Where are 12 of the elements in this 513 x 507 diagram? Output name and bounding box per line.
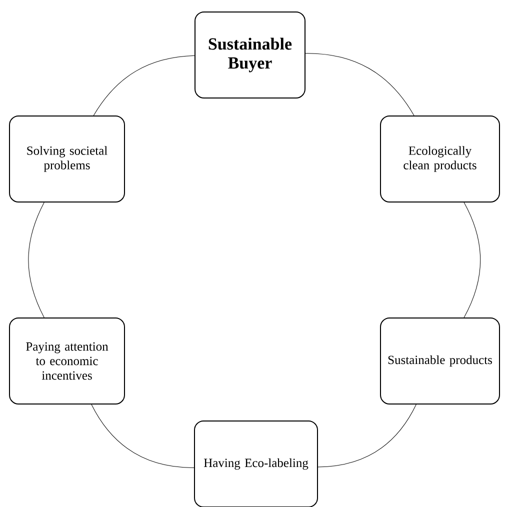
process-box: Sustainable products (380, 318, 500, 404)
connector-arc (464, 202, 481, 318)
process-box: Solving societal problems (9, 116, 125, 202)
process-box: Ecologically clean products (380, 116, 500, 202)
connector-arc (318, 404, 416, 468)
connector-arc (93, 55, 195, 116)
process-box: Paying attention to economic incentives (9, 318, 125, 404)
process-box: Having Eco-labeling (194, 420, 318, 507)
process-box: Sustainable Buyer (194, 12, 306, 98)
connector-arc (28, 202, 44, 318)
connector-arc (91, 404, 194, 468)
connector-arc (305, 53, 414, 116)
